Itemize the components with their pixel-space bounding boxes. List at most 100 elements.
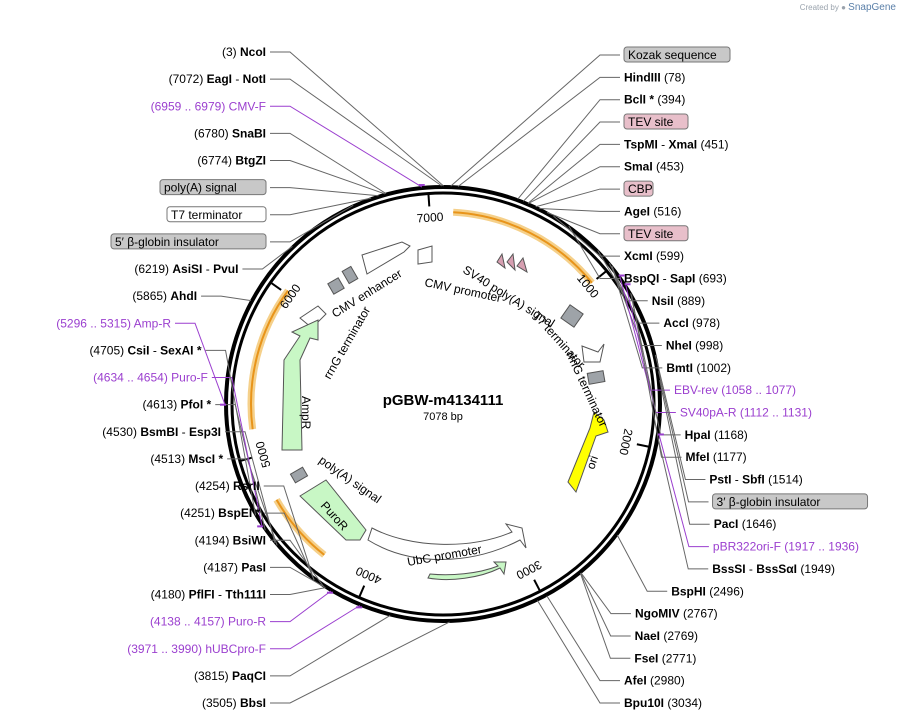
cmv-enhancer-feature[interactable]	[361, 241, 411, 275]
site-mfei[interactable]: MfeI (1177)	[686, 450, 747, 464]
tick-label: 1000	[574, 271, 602, 301]
site-snabi[interactable]: (6780) SnaBI	[194, 126, 266, 140]
site-hpai[interactable]: HpaI (1168)	[685, 428, 748, 442]
feature-box-cbp[interactable]	[623, 180, 654, 197]
site-nsii[interactable]: NsiI (889)	[652, 294, 705, 308]
site-fsei[interactable]: FseI (2771)	[634, 651, 696, 665]
primer-puro-r[interactable]: (4138 .. 4157) Puro-R	[150, 615, 266, 629]
ubc-promoter-feature[interactable]	[367, 523, 527, 560]
site-agei[interactable]: AgeI (516)	[624, 204, 681, 218]
feature-box-kozak[interactable]	[623, 46, 731, 63]
site-name: NgoMIV	[635, 607, 680, 621]
site-asisi[interactable]: (6219) AsiSI - PvuI	[134, 262, 238, 276]
site-acci[interactable]: AccI (978)	[663, 316, 720, 330]
site-bsphi[interactable]: BspHI (2496)	[671, 584, 744, 598]
site-pfoi[interactable]: (4613) PfoI *	[143, 398, 212, 412]
leader-line	[227, 458, 278, 546]
site-coord: (1646)	[738, 517, 776, 531]
site-coord: (978)	[689, 316, 720, 330]
site-coord: (6219)	[134, 262, 172, 276]
leader-line	[211, 377, 263, 526]
site-bsssi[interactable]: BssSI - BssSαI (1949)	[712, 562, 835, 576]
site-coord: (5865)	[132, 289, 170, 303]
site-name: HpaI	[685, 428, 711, 442]
site-ngomiv[interactable]: NgoMIV (2767)	[635, 607, 718, 621]
leader-line	[270, 51, 444, 187]
site-name: MscI	[188, 452, 215, 466]
primer-cmv-f[interactable]: (6959 .. 6979) CMV-F	[151, 99, 266, 113]
site-coord: (4705)	[89, 343, 127, 357]
rrng-right-feature[interactable]	[581, 343, 605, 363]
site-coord: (4613)	[143, 398, 181, 412]
site-ahdi[interactable]: (5865) AhdI	[132, 289, 197, 303]
site-ncoi[interactable]: (3) NcoI	[222, 45, 266, 59]
site-name: NaeI	[635, 629, 660, 643]
site-naei[interactable]: NaeI (2769)	[635, 629, 698, 643]
site-bsiwi[interactable]: (4194) BsiWI	[195, 533, 266, 547]
site-bsmbi[interactable]: (4530) BsmBI - Esp3I	[102, 425, 221, 439]
site-hindiii[interactable]: HindIII (78)	[624, 70, 685, 84]
leader-line	[546, 595, 620, 682]
site-name: AgeI	[624, 204, 650, 218]
site-pflfi[interactable]: (4180) PflFI - Tth111I	[151, 588, 266, 602]
feature-box-polya[interactable]	[159, 179, 267, 196]
site-name2: SbfI	[742, 473, 765, 487]
site-msci[interactable]: (4513) MscI *	[150, 452, 223, 466]
site-paci[interactable]: PacI (1646)	[714, 517, 777, 531]
site-name2: Esp3I	[189, 425, 221, 439]
leader-line	[270, 187, 379, 197]
site-eagi[interactable]: (7072) EagI - NotI	[169, 72, 266, 86]
leader-line	[270, 615, 391, 677]
site-coord: (2767)	[680, 607, 718, 621]
feature-box-tev1[interactable]	[623, 113, 689, 130]
puror-feature[interactable]	[299, 479, 367, 541]
primer-ebv-rev[interactable]: EBV-rev (1058 .. 1077)	[674, 383, 796, 397]
primer-amp-r[interactable]: (5296 .. 5315) Amp-R	[56, 316, 171, 330]
site-name: RsrII	[233, 479, 260, 493]
sv40-polya-feature[interactable]	[496, 252, 528, 274]
ori-feature[interactable]	[567, 411, 609, 494]
leader-line	[611, 266, 663, 369]
feature-box-t7term[interactable]	[166, 206, 267, 223]
t7-terminator-feature[interactable]	[560, 304, 584, 328]
green-small-arrow	[427, 561, 507, 581]
site-bspqi[interactable]: BspQI - SapI (693)	[624, 271, 727, 285]
site-xcmi[interactable]: XcmI (599)	[624, 249, 684, 263]
feature-box-label: TEV site	[628, 115, 674, 129]
site-nhei[interactable]: NheI (998)	[666, 338, 723, 352]
site-coord: (516)	[650, 204, 681, 218]
site-btgzi[interactable]: (6774) BtgZI	[197, 154, 266, 168]
site-bspei[interactable]: (4251) BspEI *	[180, 506, 260, 520]
feature-box-bglobin-r[interactable]	[712, 493, 869, 510]
site-bmti[interactable]: BmtI (1002)	[666, 361, 731, 375]
leader-line	[205, 349, 257, 516]
site-bbsi[interactable]: (3505) BbsI	[202, 696, 266, 710]
primer-hubcpro-f[interactable]: (3971 .. 3990) hUBCpro-F	[127, 642, 266, 656]
primer-pbr322ori-f[interactable]: pBR322ori-F (1917 .. 1936)	[713, 540, 859, 554]
primer-sv40pa-r[interactable]: SV40pA-R (1112 .. 1131)	[680, 406, 812, 420]
site-smai[interactable]: SmaI (453)	[624, 160, 684, 174]
leader-line	[608, 262, 660, 324]
site-coord: (7072)	[169, 72, 207, 86]
feature-box-tev2[interactable]	[623, 225, 689, 242]
site-bcli[interactable]: BclI * (394)	[624, 93, 685, 107]
primer-puro-f[interactable]: (4634 .. 4654) Puro-F	[93, 371, 208, 385]
site-coord: (4251)	[180, 506, 218, 520]
site-coord: (1514)	[765, 473, 803, 487]
cmv-promoter-feature[interactable]	[417, 245, 433, 265]
site-rsrii[interactable]: (4254) RsrII	[195, 479, 260, 493]
site-tspmi[interactable]: TspMI - XmaI (451)	[624, 137, 729, 151]
site-bpu10i[interactable]: Bpu10I (3034)	[624, 696, 702, 710]
site-paqci[interactable]: (3815) PaqCI	[194, 669, 266, 683]
leader-line	[658, 434, 709, 548]
leader-line	[535, 188, 620, 208]
ampr-feature[interactable]	[281, 319, 319, 451]
site-psti[interactable]: PstI - SbfI (1514)	[709, 473, 802, 487]
site-coord: (6780)	[194, 126, 232, 140]
feature-box-bglobin-l[interactable]	[110, 233, 267, 250]
site-csii[interactable]: (4705) CsiI - SexAI *	[89, 343, 201, 357]
site-afei[interactable]: AfeI (2980)	[624, 674, 685, 688]
tick-mark	[636, 443, 650, 448]
site-pasi[interactable]: (4187) PasI	[203, 560, 266, 574]
